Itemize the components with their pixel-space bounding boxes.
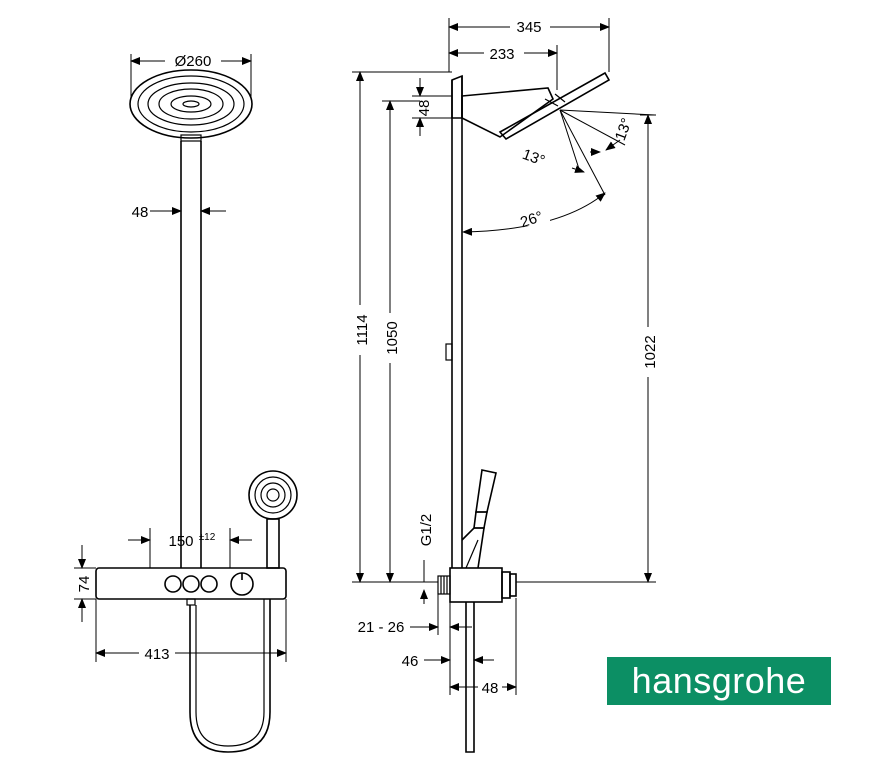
hose-side bbox=[465, 602, 475, 753]
valve-knob-3 bbox=[200, 575, 218, 593]
dim-valve-spacing-tol: ±12 bbox=[199, 532, 216, 543]
dim-depth-48: 48 bbox=[482, 680, 499, 697]
thermostat-body bbox=[95, 567, 287, 600]
dim-angle-13-right: 13° bbox=[612, 116, 636, 143]
hose-outer bbox=[189, 599, 271, 753]
dim-arm-total: 345 bbox=[516, 19, 541, 36]
dim-total-height: 1114 bbox=[354, 314, 371, 345]
dim-body-height: 74 bbox=[76, 576, 93, 593]
dim-body-width: 413 bbox=[144, 646, 169, 663]
front-view: Ø260 48 150 ±12 74 413 bbox=[74, 52, 298, 753]
thermostat-side bbox=[449, 567, 503, 603]
valve-knob-2 bbox=[182, 575, 200, 593]
hand-shower-side bbox=[461, 469, 497, 569]
dim-valve-spacing: 150 bbox=[168, 533, 193, 550]
hose-inner bbox=[195, 599, 265, 747]
side-view: 13° 13° 26° 345 233 bbox=[352, 18, 659, 753]
dim-depth-46: 46 bbox=[402, 653, 419, 670]
valve-knob-1 bbox=[164, 575, 182, 593]
dim-wall-offset: 21 - 26 bbox=[358, 619, 405, 636]
brand-logo: hansgrohe bbox=[607, 657, 831, 705]
hand-shower-front bbox=[248, 470, 298, 569]
overhead-shower-head bbox=[129, 69, 253, 142]
dim-angle-13-left: 13° bbox=[520, 146, 547, 170]
dim-height-1022: 1022 bbox=[642, 335, 659, 368]
dim-height-1050: 1050 bbox=[384, 321, 401, 354]
dim-head-diameter: Ø260 bbox=[175, 53, 212, 70]
shower-arm bbox=[461, 87, 555, 138]
dim-arm-height: 48 bbox=[416, 100, 433, 117]
shower-head-side bbox=[498, 71, 611, 141]
dim-angle-26: 26° bbox=[518, 208, 545, 231]
dim-thread: G1/2 bbox=[418, 514, 435, 547]
dim-arm-reach: 233 bbox=[489, 46, 514, 63]
dim-pipe-width: 48 bbox=[132, 204, 149, 221]
